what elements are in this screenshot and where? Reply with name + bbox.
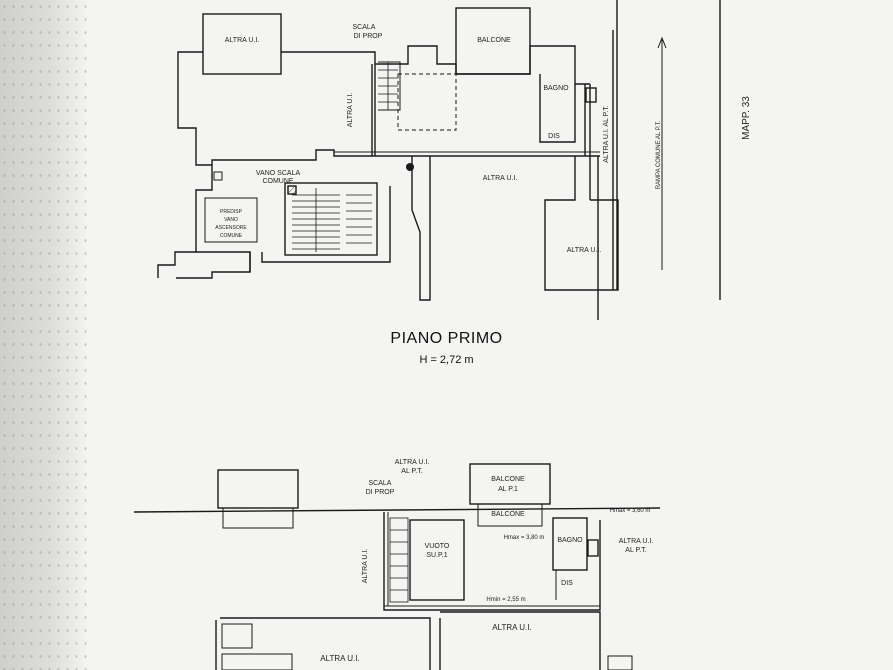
label-dis: DIS	[548, 133, 560, 140]
label-hmin: Hmin = 2,55 m	[486, 597, 525, 603]
label-balcone-2: BALCONE	[491, 511, 525, 518]
label-altra-right: ALTRA U.I.	[567, 247, 602, 254]
label-rampa: RAMPA COMUNE AL P.T.	[656, 120, 662, 189]
label-comune: COMUNE	[262, 178, 293, 185]
label-di-prop-2: DI PROP	[366, 489, 395, 496]
label-altra-vertical: ALTRA U.I.	[347, 93, 354, 128]
label-altra-vertical-2: ALTRA U.I.	[362, 549, 369, 584]
label-altra-top: ALTRA U.I.	[225, 37, 260, 44]
altra-ui-top-block	[202, 13, 282, 75]
label-hmax-mid: Hmax = 3,80 m	[504, 535, 545, 541]
label-dis-2: DIS	[561, 580, 573, 587]
label-alp1: AL P.1	[498, 486, 518, 493]
label-balcone-alp1: BALCONE	[491, 476, 525, 483]
label-altra-bottom-left: ALTRA U.I.	[320, 654, 359, 663]
label-ascensore: ASCENSORE	[215, 225, 247, 231]
label-altra-alpt-top: ALTRA U.I.	[395, 459, 430, 466]
second-floor-plan	[133, 463, 661, 670]
label-di-prop: DI PROP	[354, 33, 383, 40]
label-vano: VANO	[224, 217, 238, 223]
second-floor-labels: SCALA DI PROP ALTRA U.I. AL P.T. BALCONE…	[320, 459, 653, 663]
label-alpt-top: AL P.T.	[401, 468, 422, 475]
label-alpt-right: AL P.T.	[625, 547, 646, 554]
plan-title: PIANO PRIMO	[390, 330, 503, 347]
label-altra-alpt-right: ALTRA U.I.	[619, 538, 654, 545]
label-sup1: SU.P.1	[426, 552, 447, 559]
label-bagno-2: BAGNO	[557, 537, 583, 544]
label-vano-scala: VANO SCALA	[256, 170, 301, 177]
first-floor-labels: ALTRA U.I. SCALA DI PROP BALCONE ALTRA U…	[215, 24, 752, 254]
label-bagno: BAGNO	[543, 85, 569, 92]
label-hmax-right: Hmax = 3,60 m	[610, 508, 651, 514]
label-altra-alpt-vertical: ALTRA U.I. AL P.T.	[603, 105, 610, 163]
scanned-page-margin	[0, 0, 88, 670]
upper-left-block	[217, 469, 299, 509]
label-predisp-comune: COMUNE	[220, 233, 243, 239]
label-altra-mid: ALTRA U.I.	[483, 175, 518, 182]
label-predisp: PREDISP	[220, 209, 243, 215]
label-altra-bottom-right: ALTRA U.I.	[492, 623, 531, 632]
label-mapp: MAPP. 33	[741, 96, 752, 140]
label-vuoto: VUOTO	[425, 543, 450, 550]
label-scala-prop: SCALA	[353, 24, 376, 31]
balcone-alp1-block	[469, 463, 551, 505]
first-floor-plan	[157, 0, 721, 320]
plan-height: H = 2,72 m	[419, 354, 474, 366]
label-scala-prop-2: SCALA	[369, 480, 392, 487]
balcone-block	[455, 7, 531, 75]
label-balcone: BALCONE	[477, 37, 511, 44]
